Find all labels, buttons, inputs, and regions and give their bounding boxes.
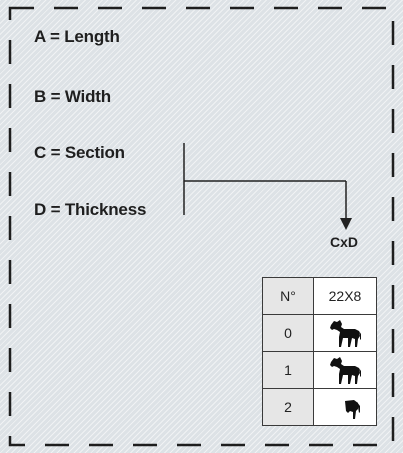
- horse-hindquarter-icon: [345, 400, 360, 419]
- definition-width: B = Width: [34, 87, 111, 106]
- arrow-down-icon: [340, 218, 352, 230]
- row-number: 0: [262, 314, 314, 352]
- table-row: 2: [262, 388, 377, 426]
- row-number: 2: [262, 388, 314, 426]
- table-header-row: N° 22X8: [262, 277, 377, 315]
- bracket-connector: [183, 143, 352, 230]
- definition-section: C = Section: [34, 143, 125, 162]
- definition-thickness: D = Thickness: [34, 200, 147, 219]
- full-horse-icon: [330, 320, 361, 347]
- full-horse-icon: [330, 357, 361, 384]
- header-number: N°: [262, 277, 314, 315]
- header-size: 22X8: [313, 277, 377, 315]
- size-table: N° 22X8 0 1 2: [262, 277, 377, 426]
- table-row: 1: [262, 351, 377, 389]
- formula-label: CxD: [330, 234, 359, 250]
- row-number: 1: [262, 351, 314, 389]
- table-row: 0: [262, 314, 377, 352]
- definition-length: A = Length: [34, 27, 120, 46]
